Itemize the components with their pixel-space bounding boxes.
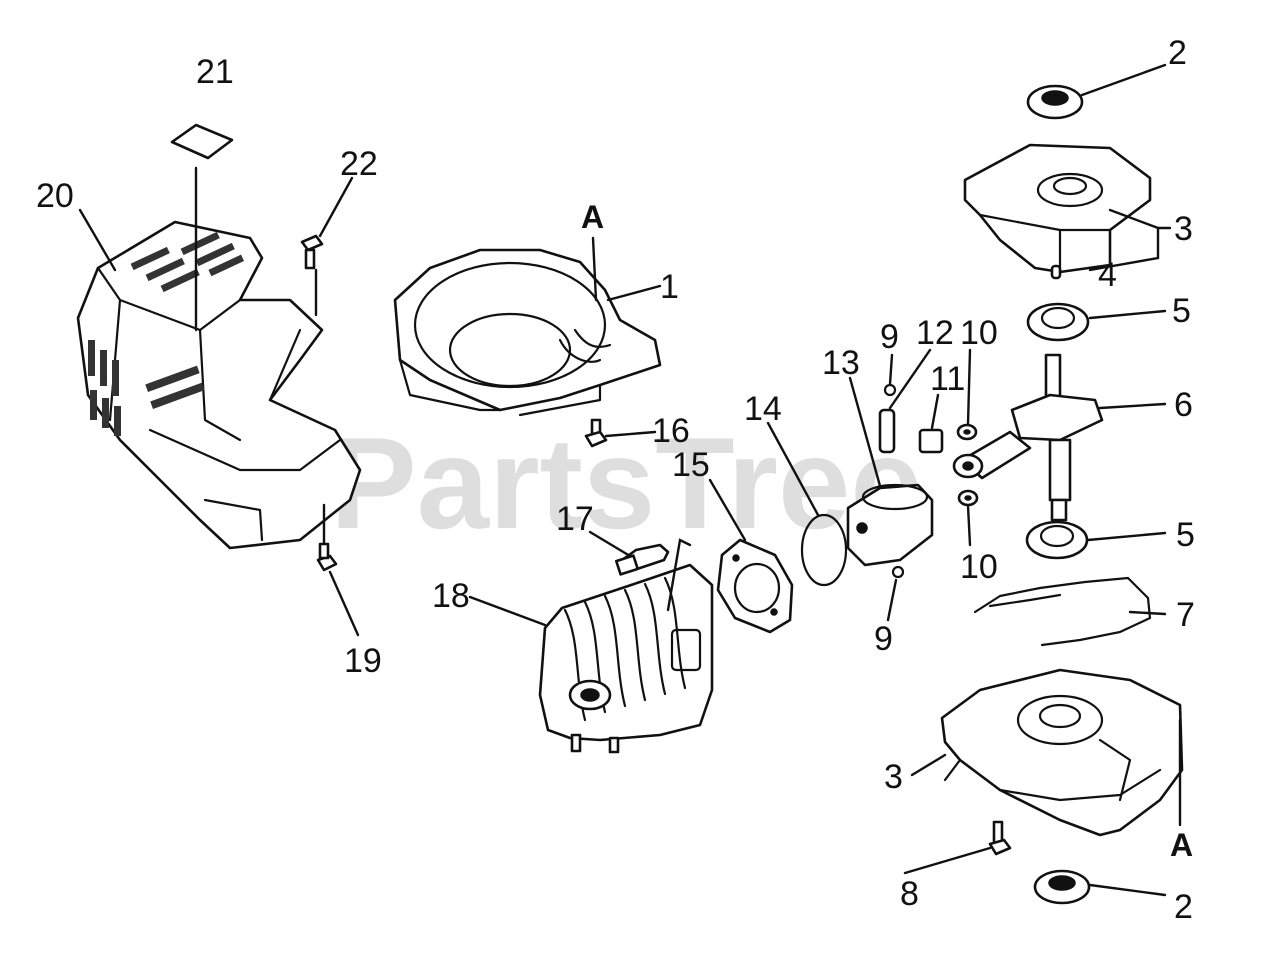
watermark: PartsTree	[330, 410, 923, 556]
part-5-bearing-bottom	[1025, 520, 1089, 560]
part-13-piston	[846, 483, 934, 567]
callout-3-lower: 3	[884, 758, 903, 796]
part-15-gasket	[716, 538, 794, 634]
part-18-cylinder	[538, 563, 714, 754]
callout-3-upper: 3	[1174, 210, 1193, 248]
part-22-screw	[300, 234, 324, 270]
callout-14: 14	[744, 390, 782, 428]
callout-6: 6	[1174, 386, 1193, 424]
part-21-decal	[170, 123, 234, 160]
part-10-washer-bottom	[957, 489, 979, 507]
callout-10-top: 10	[960, 314, 998, 352]
callout-21: 21	[196, 53, 234, 91]
callout-16: 16	[652, 412, 690, 450]
part-11-needle-bearing	[918, 428, 944, 454]
callout-9-top: 9	[880, 318, 899, 356]
part-10-washer-top	[956, 423, 978, 441]
leader-lines	[78, 63, 1182, 897]
callout-20: 20	[36, 177, 74, 215]
callout-17: 17	[556, 500, 594, 538]
part-3-crankcase-lower	[940, 668, 1184, 837]
callout-11: 11	[930, 360, 965, 398]
callout-10-bottom: 10	[960, 548, 998, 586]
part-4-dowel-pin	[1050, 264, 1062, 280]
callout-5-top: 5	[1172, 292, 1191, 330]
callout-2-top: 2	[1168, 34, 1187, 72]
part-1-housing	[393, 248, 662, 417]
part-5-bearing-top	[1026, 302, 1090, 342]
callout-13: 13	[822, 344, 860, 382]
callout-5-bottom: 5	[1176, 516, 1195, 554]
part-9-clip-top	[883, 383, 897, 397]
part-6-crankshaft	[952, 353, 1104, 522]
callout-19: 19	[344, 642, 382, 680]
part-16-screw	[584, 418, 608, 448]
callout-labels: 2 3 4 5 6 5 7 3 8 2 9 9 10 10 11 12 13 1…	[36, 34, 1195, 926]
callout-2-bottom: 2	[1174, 888, 1193, 926]
callout-8: 8	[900, 875, 919, 913]
reference-mark-a-top: A	[581, 199, 604, 235]
part-9-clip-bottom	[891, 565, 905, 579]
part-14-piston-ring	[800, 513, 848, 587]
part-12-piston-pin	[878, 408, 896, 454]
part-17-spark-plug	[614, 543, 670, 576]
part-2-seal-top	[1026, 84, 1084, 120]
callout-18: 18	[432, 577, 470, 615]
part-8-screw	[988, 820, 1012, 856]
part-3-crankcase-upper	[963, 143, 1152, 274]
callout-22: 22	[340, 145, 378, 183]
part-7-gasket	[973, 576, 1152, 647]
reference-mark-a-bottom: A	[1170, 827, 1193, 863]
callout-4: 4	[1098, 256, 1117, 294]
part-19-screw	[316, 542, 338, 572]
part-2-seal-bottom	[1033, 869, 1091, 905]
callout-9-bottom: 9	[874, 620, 893, 658]
part-20-engine-shroud	[76, 220, 362, 550]
callout-12: 12	[916, 314, 954, 352]
callout-15: 15	[672, 446, 710, 484]
callout-7: 7	[1176, 596, 1195, 634]
callout-1: 1	[660, 268, 679, 306]
